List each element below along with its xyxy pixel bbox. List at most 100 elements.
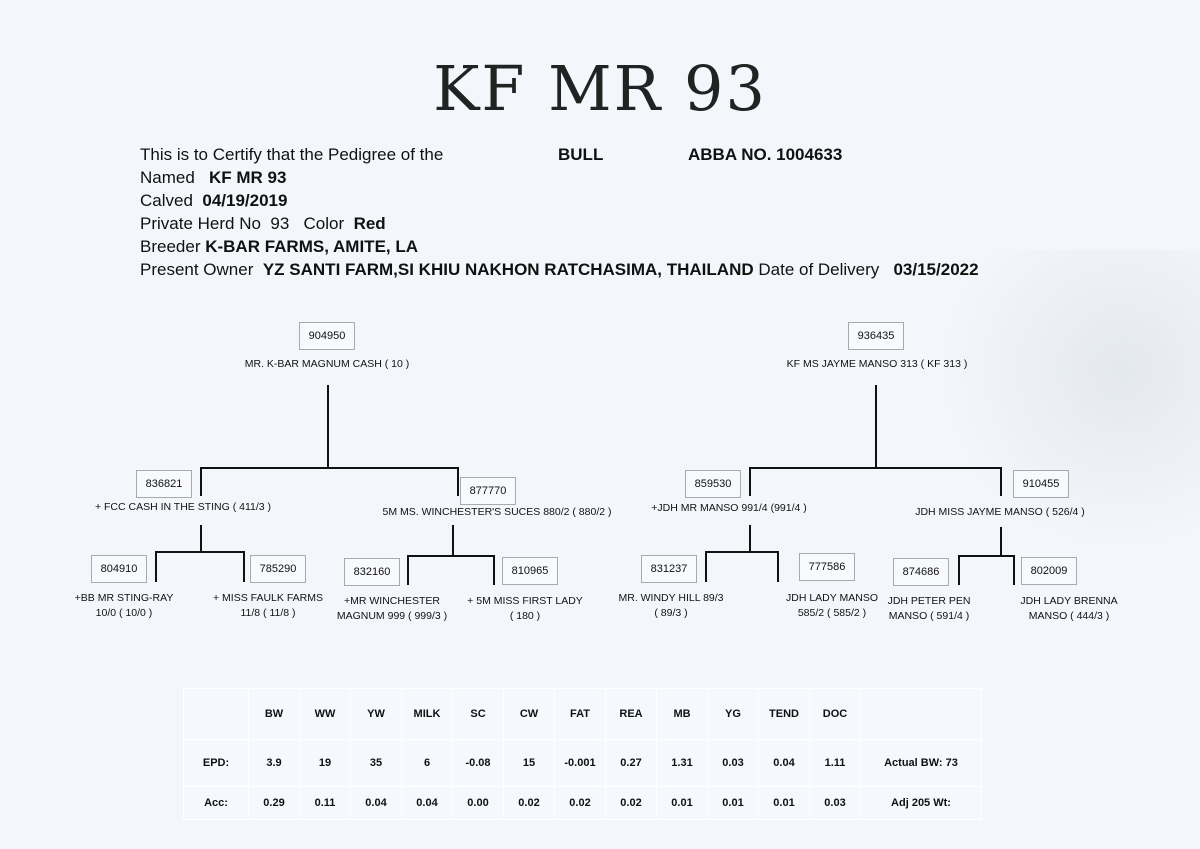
connector-line xyxy=(958,555,960,585)
column-header: CW xyxy=(503,688,555,740)
table-cell: 0.02 xyxy=(503,786,555,820)
column-header: MILK xyxy=(401,688,453,740)
connector-line xyxy=(493,555,495,585)
animal-name: + 5M MISS FIRST LADY( 180 ) xyxy=(467,594,583,624)
empty-cell xyxy=(860,688,982,740)
connector-line xyxy=(243,551,245,582)
animal-name-line: KF MS JAYME MANSO 313 ( KF 313 ) xyxy=(786,358,968,370)
animal-name-line: +BB MR STING-RAY xyxy=(74,592,174,604)
connector-line xyxy=(749,467,1002,469)
registration-box: 802009 xyxy=(1021,557,1077,585)
table-cell: 15 xyxy=(503,739,555,787)
animal-name-line: JDH MISS JAYME MANSO ( 526/4 ) xyxy=(915,506,1085,518)
calved-label: Calved xyxy=(140,191,193,210)
table-cell: -0.001 xyxy=(554,739,606,787)
connector-line xyxy=(875,385,877,468)
table-cell: 0.29 xyxy=(248,786,300,820)
connector-line xyxy=(200,525,202,553)
table-cell: 0.01 xyxy=(758,786,810,820)
table-cell: 0.00 xyxy=(452,786,504,820)
connector-line xyxy=(749,467,751,496)
color-value: Red xyxy=(353,214,386,233)
background-texture xyxy=(940,250,1200,550)
breeder-line: Breeder K-BAR FARMS, AMITE, LA xyxy=(140,237,418,257)
table-cell: -0.08 xyxy=(452,739,504,787)
animal-name-line: +MR WINCHESTER xyxy=(344,595,440,607)
animal-name-line: + 5M MISS FIRST LADY xyxy=(467,595,583,607)
registration-box: 831237 xyxy=(641,555,697,583)
herd-value: 93 xyxy=(270,214,290,233)
table-cell: 3.9 xyxy=(248,739,300,787)
table-cell: 0.04 xyxy=(401,786,453,820)
animal-name-line: JDH LADY BRENNA xyxy=(1020,595,1118,607)
table-cell: 0.01 xyxy=(707,786,759,820)
calved-line: Calved 04/19/2019 xyxy=(140,191,287,211)
registration-box: 836821 xyxy=(136,470,192,498)
empty-cell xyxy=(183,688,249,740)
column-header: WW xyxy=(299,688,351,740)
animal-name-line: MANSO ( 444/3 ) xyxy=(1028,610,1110,622)
owner-line: Present Owner YZ SANTI FARM,SI KHIU NAKH… xyxy=(140,260,979,280)
animal-name: JDH PETER PEN MANSO ( 591/4 ) xyxy=(888,594,971,624)
animal-name-line: MANSO ( 591/4 ) xyxy=(888,610,970,622)
table-cell: 0.27 xyxy=(605,739,657,787)
delivery-value: 03/15/2022 xyxy=(893,260,979,279)
animal-name-line: ( 89/3 ) xyxy=(654,607,688,619)
table-cell: 0.03 xyxy=(707,739,759,787)
table-cell: 6 xyxy=(401,739,453,787)
connector-line xyxy=(327,385,329,468)
registration-box: 832160 xyxy=(344,558,400,586)
registration-box: 877770 xyxy=(460,477,516,505)
connector-line xyxy=(1000,527,1002,556)
animal-name-line: JDH LADY MANSO xyxy=(786,592,878,604)
animal-name: JDH LADY BRENNA MANSO ( 444/3 ) xyxy=(1020,594,1117,624)
animal-name: + FCC CASH IN THE STING ( 411/3 ) xyxy=(95,500,271,515)
named-label: Named xyxy=(140,168,195,187)
animal-name: MR. K-BAR MAGNUM CASH ( 10 ) xyxy=(245,357,410,372)
table-cell: 0.04 xyxy=(758,739,810,787)
registration-box: 910455 xyxy=(1013,470,1069,498)
connector-line xyxy=(155,551,157,582)
connector-line xyxy=(155,551,245,553)
owner-label: Present Owner xyxy=(140,260,254,279)
intro-text: This is to Certify that the Pedigree of … xyxy=(140,145,444,164)
animal-name: +JDH MR MANSO 991/4 (991/4 ) xyxy=(651,501,807,516)
named-value: KF MR 93 xyxy=(208,168,287,187)
animal-name-line: + MISS FAULK FARMS xyxy=(213,592,323,604)
herd-line: Private Herd No 93 Color Red xyxy=(140,214,386,234)
table-cell: 1.31 xyxy=(656,739,708,787)
connector-line xyxy=(749,525,751,553)
animal-name: MR. WINDY HILL 89/3( 89/3 ) xyxy=(618,591,723,621)
connector-line xyxy=(200,467,202,496)
table-cell: 0.03 xyxy=(809,786,861,820)
registration-box: 777586 xyxy=(799,553,855,581)
animal-name-line: JDH PETER PEN xyxy=(887,595,971,607)
column-header: MB xyxy=(656,688,708,740)
extra-cell: Actual BW: 73 xyxy=(860,739,982,787)
animal-name-line: +JDH MR MANSO 991/4 (991/4 ) xyxy=(651,502,807,514)
owner-value: YZ SANTI FARM,SI KHIU NAKHON RATCHASIMA,… xyxy=(262,260,754,279)
animal-name-line: MR. K-BAR MAGNUM CASH ( 10 ) xyxy=(244,358,410,370)
column-header: DOC xyxy=(809,688,861,740)
breeder-label: Breeder xyxy=(140,237,201,256)
breeder-value: K-BAR FARMS, AMITE, LA xyxy=(205,237,419,256)
column-header: TEND xyxy=(758,688,810,740)
connector-line xyxy=(777,551,779,582)
named-line: Named KF MR 93 xyxy=(140,168,286,188)
connector-line xyxy=(958,555,1015,557)
animal-name-line: 5M MS. WINCHESTER'S SUCES 880/2 ( 880/2 … xyxy=(382,506,612,518)
registration-box: 804910 xyxy=(91,555,147,583)
animal-name: 5M MS. WINCHESTER'S SUCES 880/2 ( 880/2 … xyxy=(383,505,612,520)
registration-box: 859530 xyxy=(685,470,741,498)
connector-line xyxy=(705,551,779,553)
table-cell: 0.11 xyxy=(299,786,351,820)
registration-box: 810965 xyxy=(502,557,558,585)
abba-number: ABBA NO. 1004633 xyxy=(688,145,843,164)
